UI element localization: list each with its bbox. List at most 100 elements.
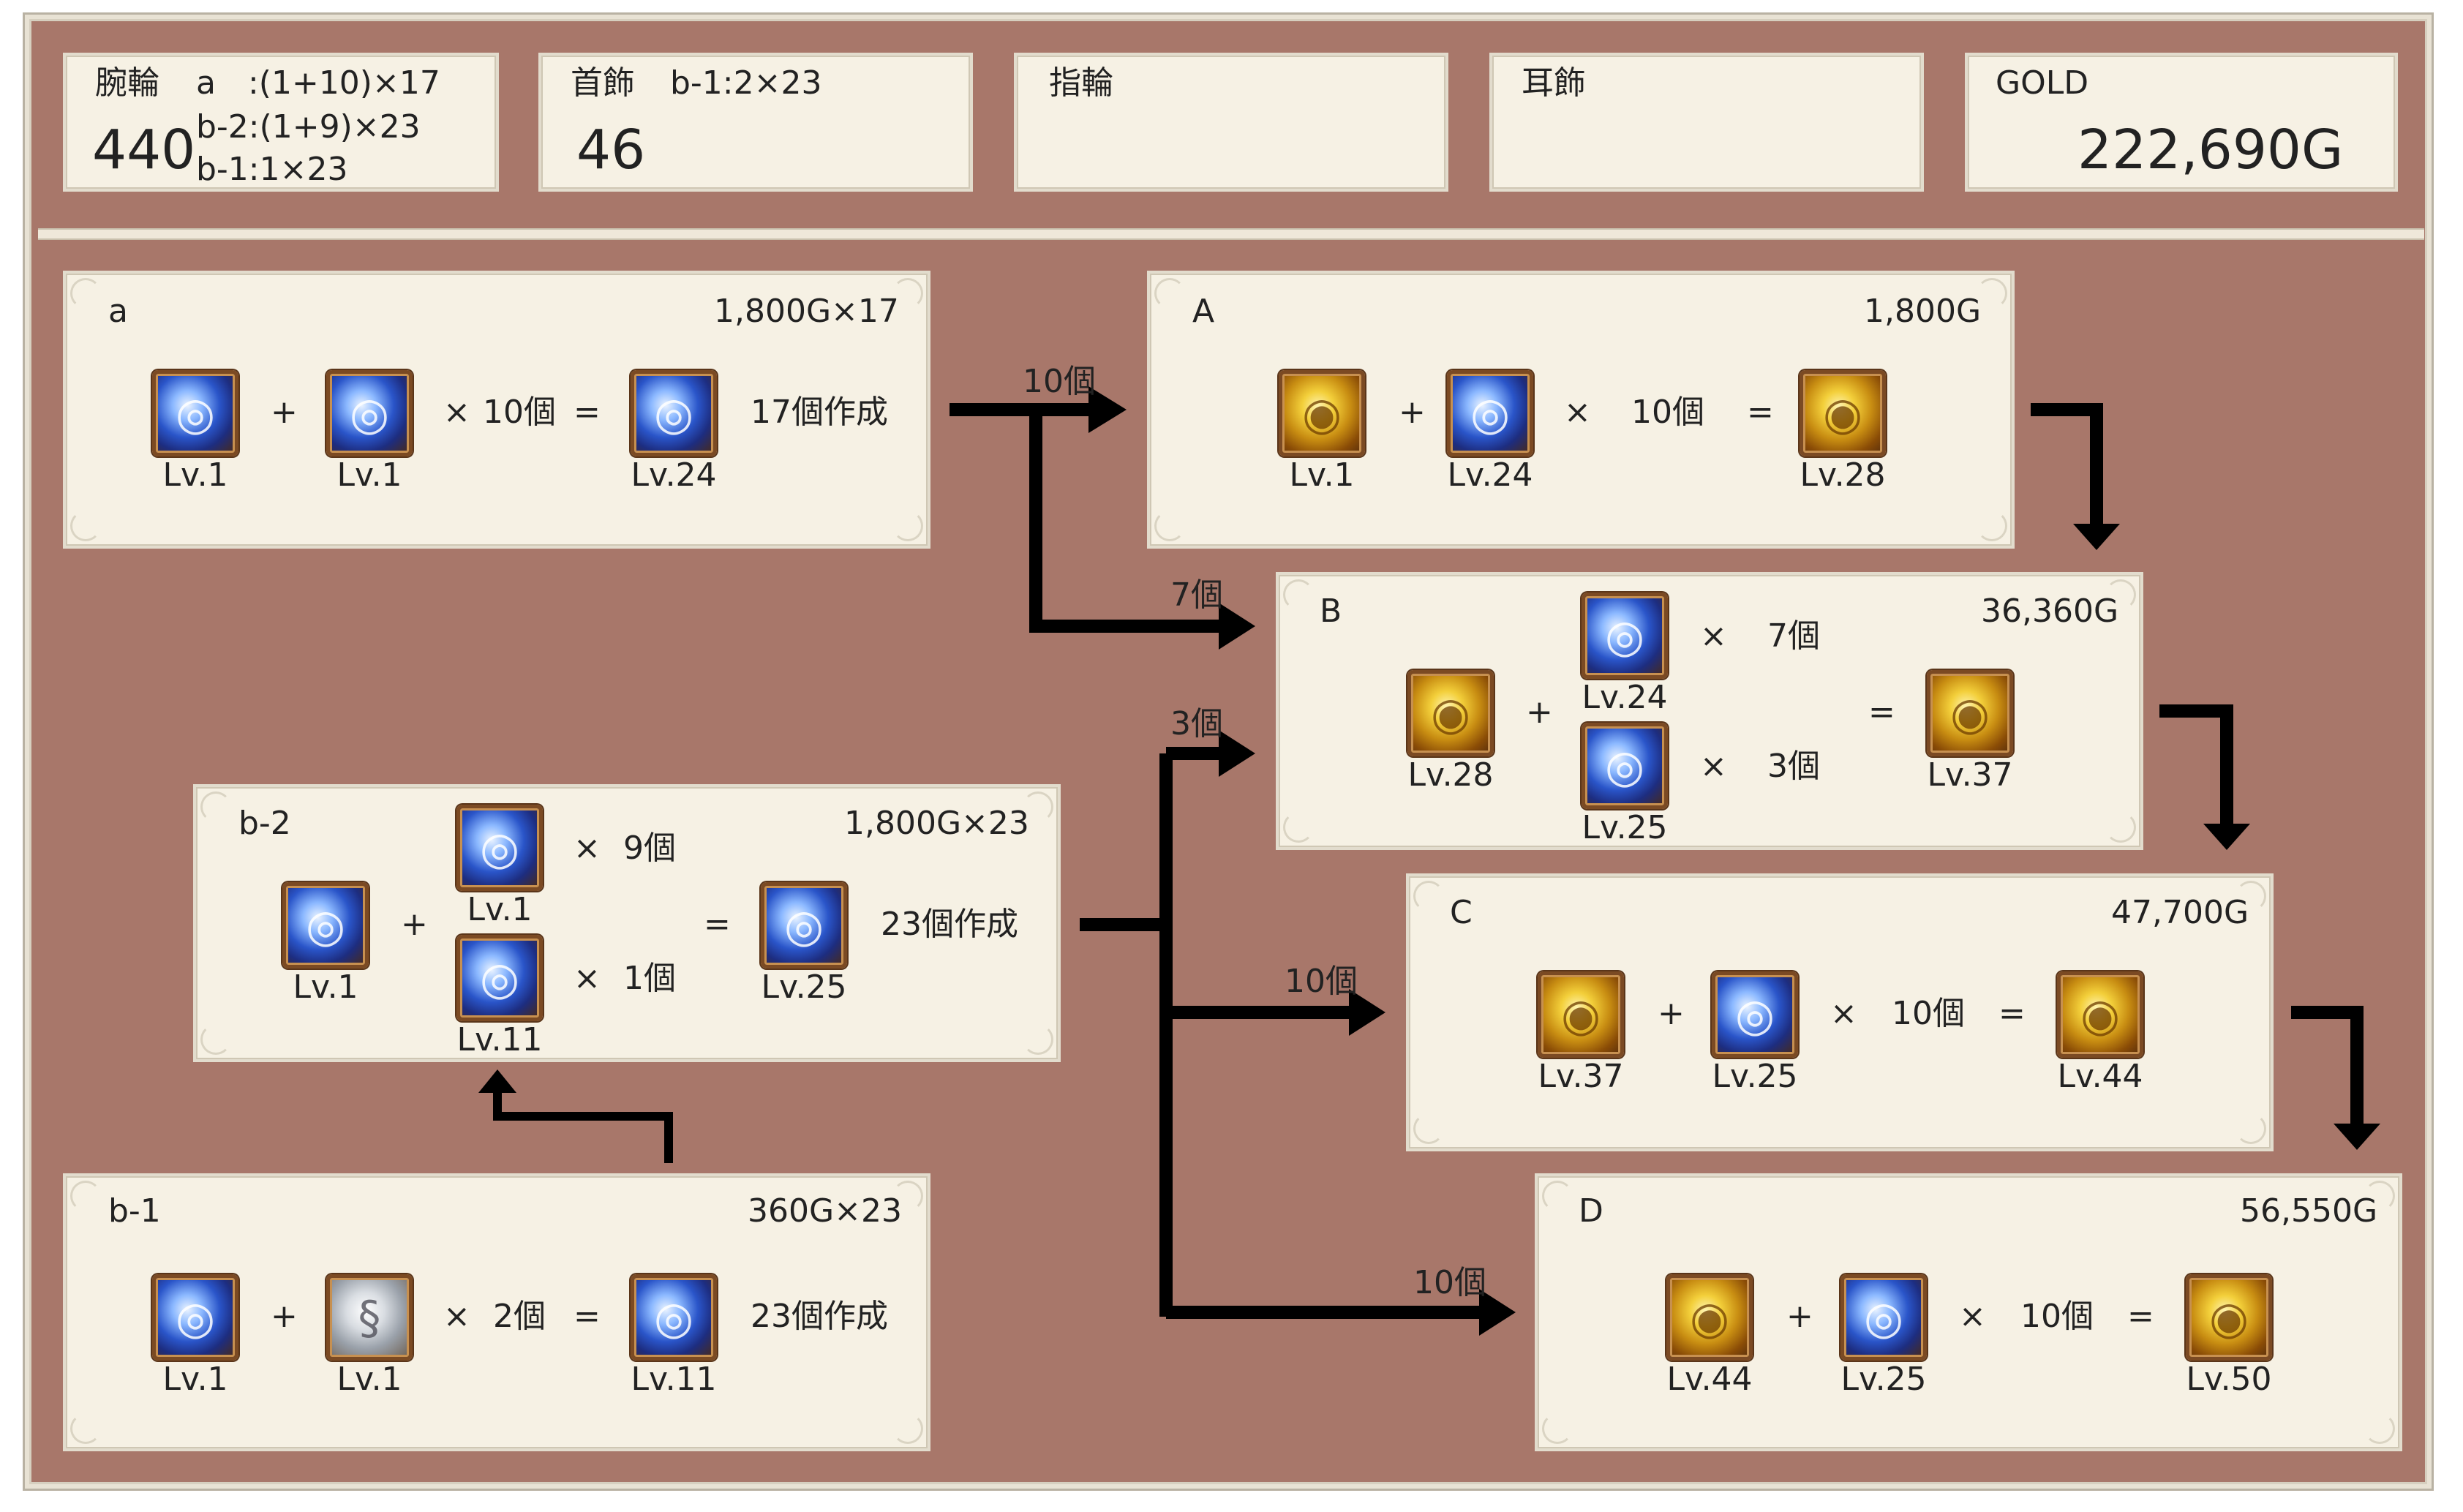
level-label: Lv.1 <box>293 968 358 1006</box>
gold-ring-icon: ◉ <box>1800 370 1886 456</box>
arrow-label-b2-to-C: 10個 <box>1285 963 1358 1000</box>
plus-sign: + <box>1658 995 1685 1032</box>
arrow-C-to-D <box>2291 1006 2364 1127</box>
equals-sign: = <box>574 394 601 431</box>
level-label: Lv.25 <box>1712 1058 1798 1095</box>
gold-ring-icon: ◉ <box>1279 370 1365 456</box>
arrow-A-to-B <box>2031 403 2103 527</box>
equals-sign: = <box>704 906 731 943</box>
bracelet-line-a: a :(1+10)×17 <box>196 64 440 102</box>
plus-sign: + <box>1786 1298 1813 1335</box>
gold-title: GOLD <box>1996 64 2089 102</box>
header-necklace-panel: 首飾 b-1:2×23 46 <box>538 53 973 192</box>
header-gold-panel: GOLD 222,690G <box>1965 53 2398 192</box>
blue-bracelet-icon: ◎ <box>761 882 847 968</box>
box-label: a <box>108 293 128 330</box>
result-note: 17個作成 <box>751 394 888 431</box>
box-cost: 36,360G <box>1981 593 2119 630</box>
bracelet-title: 腕輪 <box>95 64 159 102</box>
gold-ring-icon: ◉ <box>1407 670 1494 756</box>
arrow-label-a-to-B: 7個 <box>1170 576 1223 614</box>
recipe-box-a: a 1,800G×17 ◎ Lv.1 + ◎ Lv.1 × 10個 = ◎ Lv… <box>63 271 930 549</box>
level-label: Lv.1 <box>1289 456 1355 494</box>
box-label: A <box>1192 293 1215 330</box>
arrow-label-a-to-A: 10個 <box>1023 363 1096 400</box>
recipe-box-B: B 36,360G ◉ Lv.28 + ◎ Lv.24 ◎ Lv.25 × 7個… <box>1276 572 2143 850</box>
arrow-label-b2-to-D: 10個 <box>1413 1264 1486 1301</box>
times-sign: × <box>1700 617 1727 655</box>
header-ring-panel: 指輪 <box>1014 53 1448 192</box>
level-label: Lv.1 <box>336 456 402 494</box>
blue-bracelet-icon: ◎ <box>1840 1274 1927 1361</box>
level-label: Lv.1 <box>162 456 228 494</box>
equals-sign: = <box>1747 394 1774 431</box>
level-label: Lv.50 <box>2186 1361 2272 1398</box>
quantity-bottom: 3個 <box>1767 748 1820 785</box>
blue-bracelet-icon: ◎ <box>326 370 413 456</box>
quantity-top: 7個 <box>1767 617 1820 655</box>
quantity: 10個 <box>1892 995 1965 1032</box>
level-label: Lv.25 <box>1582 809 1668 846</box>
gold-value: 222,690G <box>2077 119 2344 181</box>
plus-sign: + <box>271 394 298 431</box>
recipe-box-b1: b-1 360G×23 ◎ Lv.1 + § Lv.1 × 2個 = ◎ Lv.… <box>63 1173 930 1451</box>
level-label: Lv.37 <box>1538 1058 1624 1095</box>
box-label: D <box>1579 1192 1603 1230</box>
times-sign: × <box>1700 748 1727 785</box>
equals-sign: = <box>1868 693 1895 731</box>
box-cost: 1,800G×23 <box>844 805 1029 842</box>
result-note: 23個作成 <box>751 1298 888 1335</box>
quantity: 2個 <box>493 1298 546 1335</box>
plus-sign: + <box>401 906 428 943</box>
level-label: Lv.44 <box>1666 1361 1753 1398</box>
times-sign: × <box>574 960 601 997</box>
gold-ring-icon: ◉ <box>2186 1274 2272 1361</box>
box-cost: 1,800G <box>1864 293 1982 330</box>
bracelet-total: 440 <box>92 119 196 181</box>
quantity-top: 9個 <box>623 830 676 867</box>
box-label: C <box>1450 894 1473 931</box>
plus-sign: + <box>1399 394 1426 431</box>
result-note: 23個作成 <box>881 906 1018 943</box>
level-label: Lv.37 <box>1927 756 2013 794</box>
gold-ring-icon: ◉ <box>1538 971 1624 1058</box>
box-cost: 56,550G <box>2240 1192 2378 1230</box>
quantity-bottom: 1個 <box>623 960 676 997</box>
gold-ring-icon: ◉ <box>1927 670 2013 756</box>
level-label: Lv.1 <box>467 891 533 928</box>
times-sign: × <box>574 830 601 867</box>
bracelet-line-b1: b-1:1×23 <box>196 151 348 188</box>
equals-sign: = <box>1998 995 2026 1032</box>
arrow-b2-trunk <box>1080 753 1173 1317</box>
recipe-box-A: A 1,800G ◉ Lv.1 + ◎ Lv.24 × 10個 = ◉ Lv.2… <box>1147 271 2015 549</box>
blue-bracelet-icon: ◎ <box>1712 971 1798 1058</box>
arrow-a-to-B <box>1029 410 1220 633</box>
level-label: Lv.25 <box>761 968 847 1006</box>
arrow-b1-to-b2 <box>493 1090 673 1163</box>
recipe-box-b2: b-2 1,800G×23 ◎ Lv.1 + ◎ Lv.1 ◎ Lv.11 × … <box>193 784 1061 1062</box>
quantity: 10個 <box>483 394 556 431</box>
necklace-title: 首飾 <box>571 64 635 102</box>
box-cost: 360G×23 <box>748 1192 902 1230</box>
level-label: Lv.24 <box>1582 679 1668 716</box>
plus-sign: + <box>1526 693 1553 731</box>
level-label: Lv.24 <box>631 456 717 494</box>
level-label: Lv.1 <box>162 1361 228 1398</box>
blue-bracelet-icon: ◎ <box>631 1274 717 1361</box>
blue-bracelet-icon: ◎ <box>1582 593 1668 679</box>
box-cost: 1,800G×17 <box>714 293 899 330</box>
earring-title: 耳飾 <box>1522 64 1586 102</box>
times-sign: × <box>443 1298 470 1335</box>
gold-ring-icon: ◉ <box>2057 971 2143 1058</box>
arrow-label-b2-to-B: 3個 <box>1170 705 1223 742</box>
level-label: Lv.11 <box>456 1021 543 1058</box>
header-earring-panel: 耳飾 <box>1489 53 1924 192</box>
blue-bracelet-icon: ◎ <box>456 805 543 891</box>
blue-bracelet-icon: ◎ <box>152 370 238 456</box>
level-label: Lv.44 <box>2057 1058 2143 1095</box>
quantity: 10個 <box>1631 394 1704 431</box>
blue-bracelet-icon: ◎ <box>1582 723 1668 809</box>
box-label: b-1 <box>108 1192 161 1230</box>
level-label: Lv.28 <box>1800 456 1886 494</box>
